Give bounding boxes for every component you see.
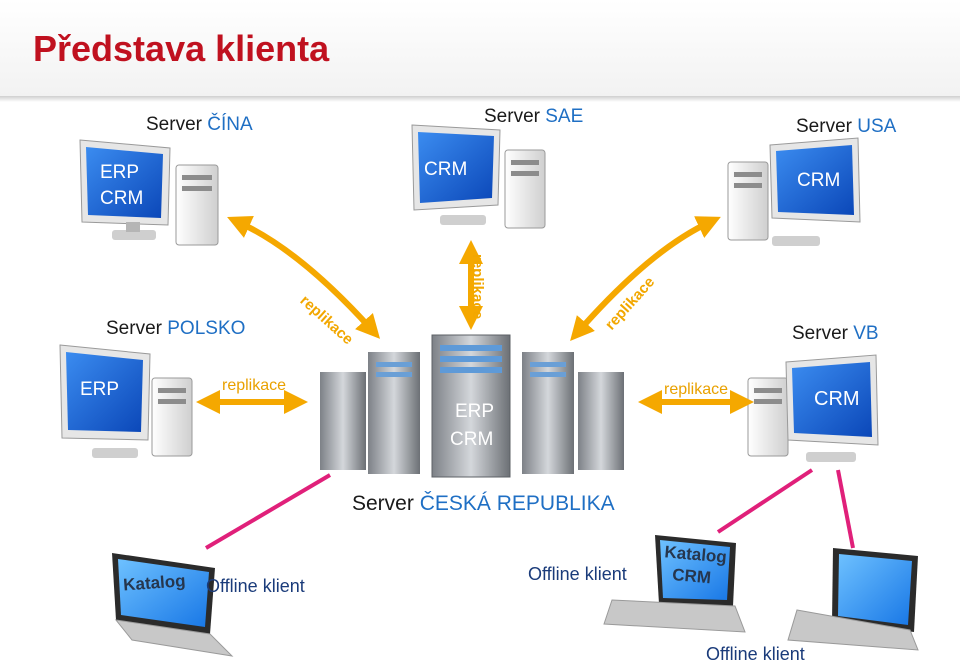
- label-server-vb-prefix: Server: [792, 323, 848, 344]
- cr-screen-line-1: ERP: [455, 401, 494, 422]
- page-title: Představa klienta: [33, 28, 330, 69]
- cina-screen-line-1: ERP: [100, 162, 139, 183]
- label-server-polsko: Server POLSKO: [106, 318, 245, 340]
- label-offline-client-left: Offline klient: [206, 576, 305, 596]
- label-server-cr-country: ČESKÁ REPUBLIKA: [419, 492, 615, 515]
- server-sae-computer: CRM: [411, 124, 546, 229]
- laptop-middle: Katalog CRM: [603, 535, 746, 633]
- replication-label-vb: replikace: [664, 381, 729, 398]
- title-divider: [0, 96, 960, 102]
- polsko-screen-line-1: ERP: [80, 379, 119, 400]
- label-server-polsko-prefix: Server: [106, 318, 162, 339]
- vb-screen-line-1: CRM: [814, 388, 860, 410]
- title-bar: Představa klienta: [0, 0, 960, 102]
- label-server-sae-prefix: Server: [484, 106, 540, 127]
- replication-arrow-usa: [570, 216, 721, 342]
- replication-arrow-cina: [227, 216, 381, 339]
- label-server-cr-prefix: Server: [352, 492, 414, 515]
- link-right-client: [836, 469, 855, 549]
- label-server-cina: Server ČÍNA: [146, 114, 253, 136]
- middle-laptop-screen-line-2: CRM: [672, 565, 712, 587]
- label-server-vb-country: VB: [853, 323, 879, 344]
- label-server-usa-country: USA: [857, 116, 897, 137]
- server-cr-rack: ERP CRM: [320, 334, 624, 478]
- label-server-usa: Server USA: [796, 116, 896, 138]
- server-usa-computer: CRM: [727, 137, 861, 246]
- cina-screen-line-2: CRM: [100, 188, 143, 209]
- replication-label-polsko: replikace: [222, 377, 287, 394]
- usa-screen-line-1: CRM: [797, 170, 840, 191]
- label-server-polsko-country: POLSKO: [167, 318, 246, 339]
- left-laptop-screen-text: Katalog: [123, 571, 187, 594]
- label-server-cina-prefix: Server: [146, 114, 202, 135]
- sae-screen-line-1: CRM: [424, 159, 467, 180]
- cr-screen-line-2: CRM: [450, 429, 493, 450]
- label-server-sae-country: SAE: [545, 106, 584, 127]
- label-server-usa-prefix: Server: [796, 116, 852, 137]
- replication-label-sae: replikace: [469, 254, 486, 320]
- server-vb-computer: CRM: [747, 354, 879, 462]
- label-server-cina-country: ČÍNA: [207, 114, 253, 135]
- link-middle-client: [716, 468, 814, 534]
- link-left-client: [204, 473, 332, 550]
- label-server-sae: Server SAE: [484, 106, 583, 128]
- laptop-left: Katalog: [112, 553, 234, 657]
- label-server-vb: Server VB: [792, 323, 879, 345]
- server-cina-computer: ERP CRM: [79, 139, 219, 246]
- laptop-right: [787, 548, 919, 651]
- label-server-cr: Server ČESKÁ REPUBLIKA: [352, 492, 615, 516]
- label-offline-client-right: Offline klient: [706, 644, 805, 664]
- server-polsko-computer: ERP: [59, 344, 193, 458]
- label-offline-client-middle: Offline klient: [528, 564, 627, 584]
